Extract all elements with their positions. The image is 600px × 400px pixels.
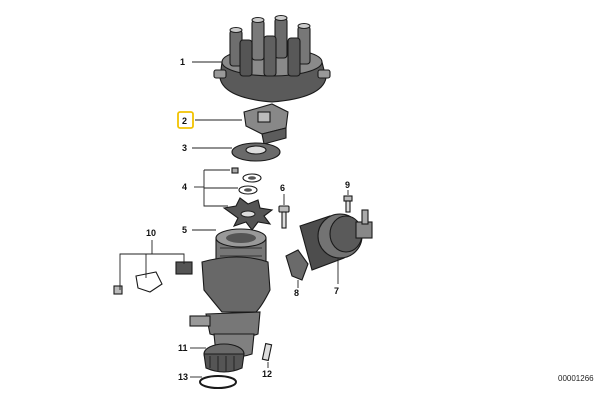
callout-11: 11	[178, 343, 188, 353]
dust-shield[interactable]	[231, 142, 281, 162]
callout-3: 3	[182, 143, 187, 153]
callout-6: 6	[280, 183, 285, 193]
leader-bracket-10	[119, 253, 185, 290]
vacuum-advance-unit[interactable]	[299, 209, 373, 271]
callout-2: 2	[182, 116, 187, 126]
callout-13: 13	[178, 372, 188, 382]
highlight-box-2	[177, 111, 194, 129]
diagram-reference-number: 00001266	[558, 374, 594, 383]
callout-12: 12	[262, 369, 272, 379]
clamp-8[interactable]	[285, 249, 309, 281]
leader-bracket-4	[203, 170, 228, 207]
callout-1: 1	[180, 57, 185, 67]
distributor-cap[interactable]	[213, 15, 331, 103]
callout-8: 8	[294, 288, 299, 298]
screw-6[interactable]	[278, 205, 290, 229]
callout-10: 10	[146, 228, 156, 238]
callout-9: 9	[345, 180, 350, 190]
distributor-housing[interactable]	[189, 228, 271, 358]
trigger-wheel[interactable]	[222, 197, 274, 231]
screw-and-washer-set[interactable]	[231, 167, 262, 195]
callout-5: 5	[182, 225, 187, 235]
callout-4: 4	[182, 182, 187, 192]
screw-9[interactable]	[343, 195, 353, 213]
retaining-clip-10[interactable]	[113, 261, 193, 295]
rotor[interactable]	[243, 103, 289, 145]
callout-7: 7	[334, 286, 339, 296]
o-ring[interactable]	[199, 375, 237, 389]
pin-12[interactable]	[261, 342, 273, 362]
drive-gear[interactable]	[203, 343, 245, 373]
